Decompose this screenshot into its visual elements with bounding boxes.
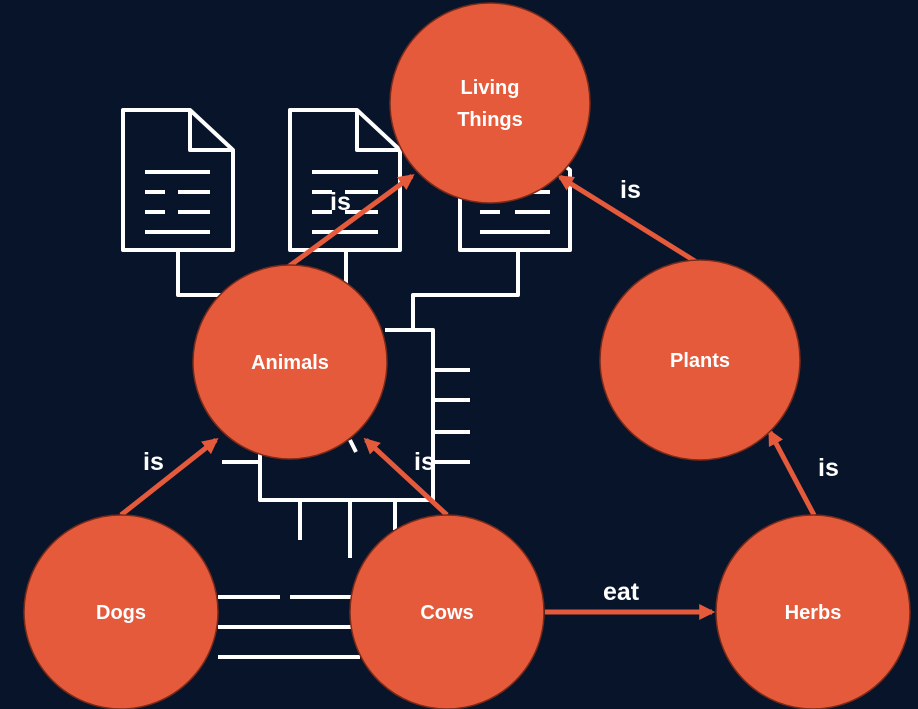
node-circle [23, 514, 219, 709]
node-label: Dogs [96, 602, 146, 624]
node-circle [349, 514, 545, 709]
edge-label-cows-to-animals: is [414, 448, 435, 476]
document-icon [121, 108, 235, 252]
node-plants: Plants [599, 259, 801, 461]
node-animals: Animals [192, 264, 388, 460]
node-circle [389, 2, 591, 204]
node-label: Herbs [785, 602, 842, 624]
edge-arrow-dogs-to-animals [119, 438, 219, 517]
node-label: Living [461, 77, 520, 99]
edge-arrow-herbs-to-plants [767, 429, 817, 517]
edge-arrow-plants-to-living_things [557, 174, 700, 266]
node-label: Plants [670, 350, 730, 372]
node-herbs: Herbs [715, 514, 911, 709]
node-circle [599, 259, 801, 461]
edge-label-cows-to-herbs: eat [603, 578, 640, 606]
node-label: Things [457, 109, 523, 131]
node-circle [192, 264, 388, 460]
edge-label-plants-to-living_things: is [620, 176, 641, 204]
node-cows: Cows [349, 514, 545, 709]
node-label: Animals [251, 352, 329, 374]
node-circle [715, 514, 911, 709]
edge-arrow-animals-to-living_things [286, 173, 415, 270]
edge-arrow-cows-to-animals [363, 437, 449, 517]
edge-label-dogs-to-animals: is [143, 448, 164, 476]
document-icon [288, 108, 402, 252]
edge-label-herbs-to-plants: is [818, 454, 839, 482]
node-label: Cows [420, 602, 473, 624]
node-dogs: Dogs [23, 514, 219, 709]
edge-label-animals-to-living_things: is [330, 188, 351, 216]
